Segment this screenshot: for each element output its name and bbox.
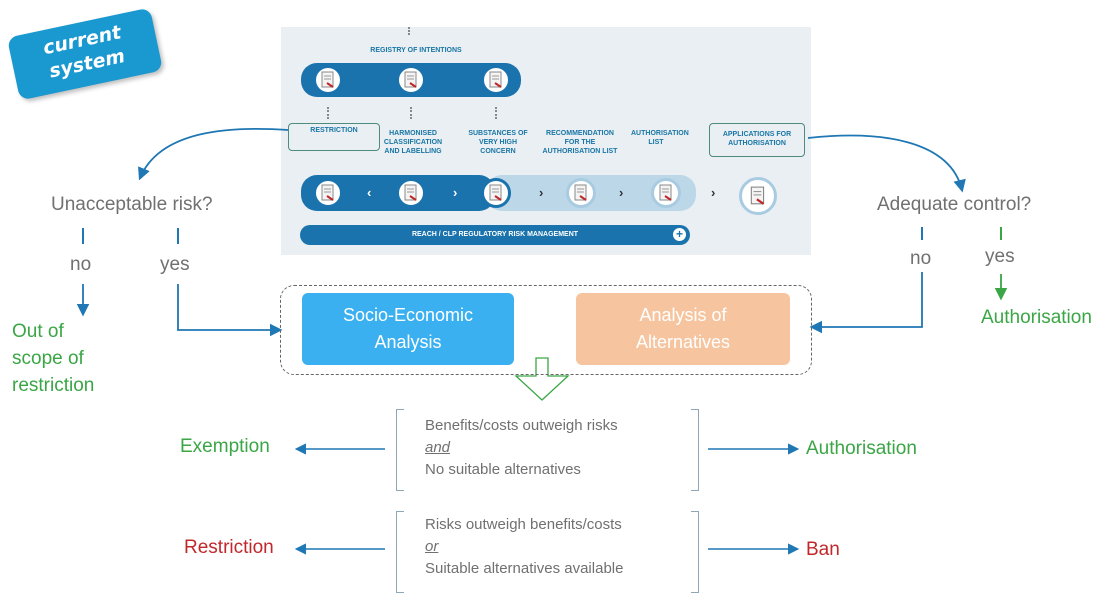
step-restriction: RESTRICTION [288, 123, 380, 151]
analysis-group [280, 285, 812, 375]
condition-2-connector: or [425, 538, 439, 555]
aoa-line-1: Analysis of [639, 305, 727, 325]
ban-outcome: Ban [806, 539, 840, 560]
hollow-down-arrow [514, 357, 570, 401]
arrow-yes-left [177, 284, 283, 337]
bracket-left [396, 511, 404, 593]
exemption-outcome: Exemption [180, 436, 270, 457]
dotted-arrow [410, 107, 412, 119]
plus-icon[interactable]: + [673, 228, 686, 241]
arrow-no-right [809, 272, 923, 334]
step-svhc: SUBSTANCES OF VERY HIGH CONCERN [468, 130, 528, 155]
bracket-right [691, 409, 699, 491]
authorisation-outcome: Authorisation [806, 438, 917, 459]
step-recommendation: RECOMMENDATION FOR THE AUTHORISATION LIS… [542, 130, 618, 155]
condition-2-line-3: Suitable alternatives available [425, 560, 624, 577]
unacceptable-risk-question: Unacceptable risk? [51, 194, 213, 215]
curve-arrow-right [807, 134, 966, 193]
document-icon [396, 65, 426, 95]
right-no-label: no [910, 248, 932, 269]
registry-label: REGISTRY OF INTENTIONS [370, 47, 462, 54]
out-of-scope-line-2: scope of [12, 348, 84, 369]
chevron-left-icon: ‹ [367, 185, 372, 200]
aoa-line-2: Alternatives [635, 332, 731, 352]
dotted-arrow-top [408, 27, 410, 35]
condition-1-connector: and [425, 439, 451, 456]
document-icon [651, 178, 681, 208]
step-authorisation-list: AUTHORISATION LIST [631, 130, 689, 146]
chevron-right-icon: › [619, 185, 624, 200]
authorisation-right-outcome: Authorisation [981, 307, 1092, 328]
condition-1-line-3: No suitable alternatives [425, 461, 581, 478]
condition-block-2: Risks outweigh benefits/costs or Suitabl… [425, 514, 623, 580]
risk-management-label: REACH / CLP REGULATORY RISK MANAGEMENT [411, 231, 579, 238]
condition-2-line-1: Risks outweigh benefits/costs [425, 516, 622, 533]
left-no-label: no [70, 254, 92, 275]
chevron-right-icon: › [711, 185, 716, 200]
document-icon [566, 178, 596, 208]
risk-management-bar[interactable]: REACH / CLP REGULATORY RISK MANAGEMENT + [300, 225, 690, 245]
left-yes-label: yes [160, 254, 190, 275]
bracket-right [691, 511, 699, 593]
out-of-scope-line-3: restriction [12, 375, 95, 396]
sea-line-2: Analysis [374, 332, 442, 352]
condition-block-1: Benefits/costs outweigh risks and No sui… [425, 415, 618, 481]
bracket-left [396, 409, 404, 491]
restriction-outcome: Restriction [184, 537, 274, 558]
document-icon [481, 178, 511, 208]
reach-process-panel: REGISTRY OF INTENTIONS RESTRICTION HARMO… [281, 27, 811, 255]
adequate-control-question: Adequate control? [877, 194, 1032, 215]
step-harmonised-classification: HARMONISED CLASSIFICATION AND LABELLING [383, 130, 443, 155]
document-icon [396, 178, 426, 208]
dotted-arrow [495, 107, 497, 119]
sea-line-1: Socio-Economic [342, 305, 474, 325]
socio-economic-analysis-box: Socio-Economic Analysis [302, 293, 514, 365]
dotted-arrow [327, 107, 329, 119]
document-icon [739, 177, 777, 215]
right-yes-label: yes [985, 246, 1015, 267]
document-icon [313, 178, 343, 208]
out-of-scope-label: Out of scope of restriction [12, 318, 94, 399]
step-applications: APPLICATIONS FOR AUTHORISATION [709, 123, 805, 157]
document-icon [313, 65, 343, 95]
analysis-of-alternatives-box: Analysis of Alternatives [576, 293, 790, 365]
chevron-right-icon: › [539, 185, 544, 200]
out-of-scope-line-1: Out of [12, 321, 64, 342]
curve-arrow-left [138, 127, 289, 181]
chevron-right-icon: › [453, 185, 458, 200]
document-icon [481, 65, 511, 95]
condition-1-line-1: Benefits/costs outweigh risks [425, 417, 618, 434]
